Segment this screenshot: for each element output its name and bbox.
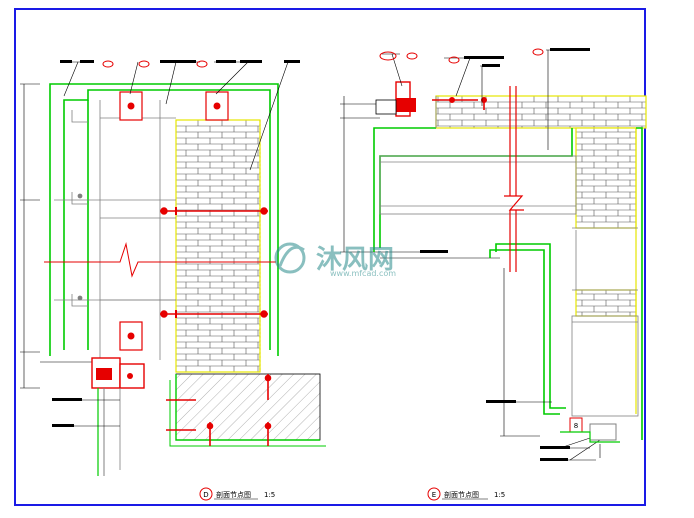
caption-e-scale: 1:5 (494, 491, 505, 499)
aluminum-cladding-outline (49, 83, 279, 356)
label-bars-left (60, 60, 300, 63)
watermark: 沐风网 www.mfcad.com (274, 242, 396, 278)
red-callout-bubbles-left (102, 60, 208, 68)
label-bars-right (420, 48, 590, 461)
watermark-url: www.mfcad.com (330, 269, 396, 278)
drawing-border (14, 8, 646, 506)
detail-d: D 剖面节点图 1:5 (20, 60, 326, 501)
caption-d: D 剖面节点图 1:5 (199, 487, 275, 501)
caption-e: E 剖面节点图 1:5 (427, 487, 505, 501)
steel-frame-right (379, 96, 639, 417)
caption-d-scale: 1:5 (264, 491, 275, 499)
steel-frame-lines (54, 100, 176, 360)
slab-anchors (166, 374, 272, 446)
red-callout-bubbles-right (379, 48, 544, 64)
caption-e-title: 剖面节点图 (444, 490, 479, 499)
brick-wall-upper (435, 95, 647, 129)
caption-d-title: 剖面节点图 (216, 490, 251, 499)
detail-e: 8 E 剖面节点图 1:5 (340, 48, 647, 501)
watermark-logo-icon (274, 242, 306, 274)
caption-e-marker: E (432, 491, 436, 499)
bottom-joint-assembly (52, 357, 145, 476)
caption-d-marker: D (203, 491, 208, 499)
through-bolts (160, 207, 268, 318)
break-line-left (44, 242, 276, 278)
detail-tag: 8 (574, 422, 578, 430)
concrete-slab (169, 373, 326, 447)
anchor-bracket-top (119, 91, 229, 351)
brick-wall-right (575, 127, 637, 229)
watermark-text: 沐风网 (316, 245, 394, 275)
hanger-rod (504, 86, 524, 272)
dimension-lines-right (340, 96, 601, 458)
brick-wall-right-lower (575, 289, 637, 317)
brick-wall-left (175, 119, 261, 373)
bottom-base-right: 8 (560, 417, 620, 443)
top-anchors-right (375, 81, 487, 117)
support-angles (71, 110, 88, 307)
dimension-lines-left (20, 83, 120, 389)
